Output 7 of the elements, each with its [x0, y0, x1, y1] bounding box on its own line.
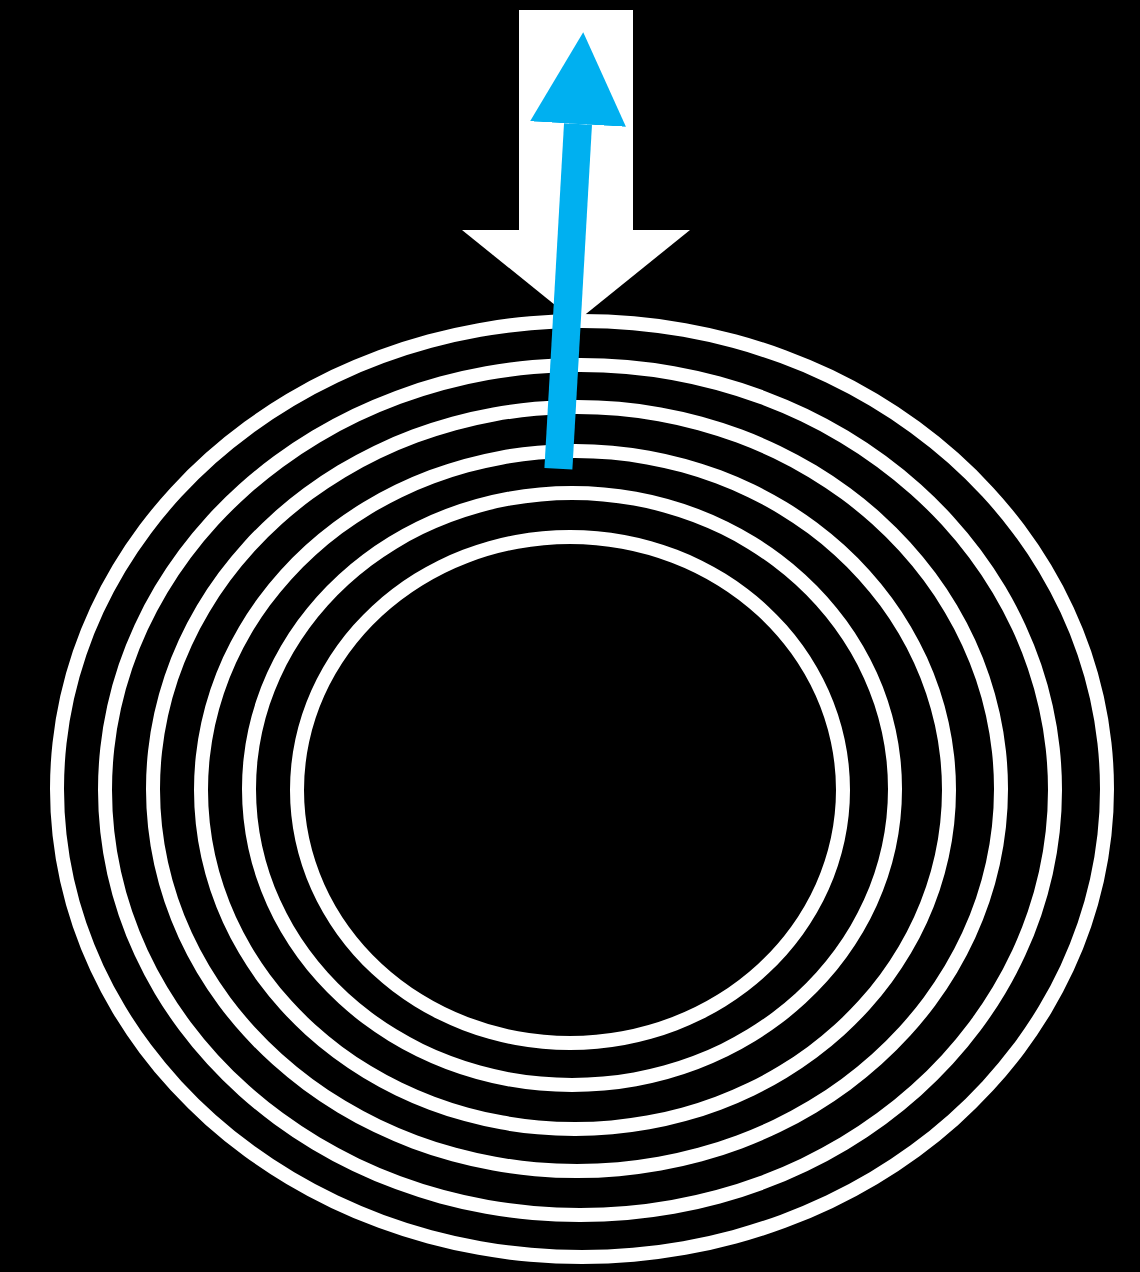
ring — [146, 400, 1009, 1179]
ring — [194, 443, 956, 1136]
arrow — [530, 32, 626, 470]
ring — [98, 357, 1062, 1222]
ring — [50, 314, 1114, 1264]
ring — [242, 486, 903, 1093]
ring — [290, 529, 850, 1050]
